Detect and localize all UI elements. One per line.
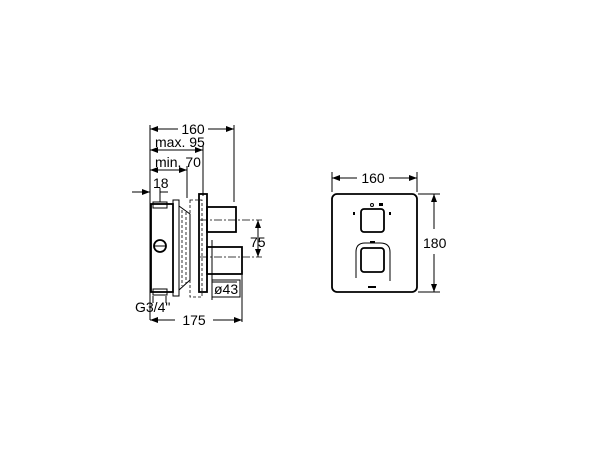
lower-knob bbox=[206, 246, 243, 275]
side-view: 160 max. 95 min. 70 18 bbox=[132, 121, 266, 328]
dim-175: 175 bbox=[150, 312, 242, 328]
cover-plate bbox=[331, 193, 418, 293]
roca-logo bbox=[368, 286, 376, 288]
dim-75-label: 75 bbox=[250, 234, 266, 250]
dim-175-label: 175 bbox=[182, 312, 206, 328]
dim-max-95: max. 95 bbox=[150, 134, 205, 153]
dim-160-width: 160 bbox=[332, 170, 417, 186]
wall-plate bbox=[198, 193, 208, 293]
dim-75: 75 bbox=[250, 220, 266, 257]
dim-160-depth: 160 bbox=[150, 121, 234, 137]
thread-spec: G3/4" bbox=[135, 296, 170, 315]
dim-18-label: 18 bbox=[153, 175, 169, 191]
dim-min-label: min. 70 bbox=[155, 154, 201, 170]
upper-knob bbox=[206, 206, 237, 233]
lower-handle bbox=[360, 247, 385, 273]
dim-18: 18 bbox=[132, 175, 169, 195]
thread-label: G3/4" bbox=[135, 299, 170, 315]
dim-diameter-43: ø43 bbox=[211, 279, 241, 298]
upper-handle bbox=[360, 208, 385, 233]
dim-width-label: 160 bbox=[361, 170, 385, 186]
dim-height-label: 180 bbox=[423, 235, 447, 251]
front-view: 160 180 bbox=[331, 170, 447, 293]
dim-160-label: 160 bbox=[181, 121, 205, 137]
dim-min-70: min. 70 bbox=[150, 154, 201, 173]
dim-diameter-label: ø43 bbox=[214, 281, 238, 297]
dim-180-height: 180 bbox=[423, 194, 447, 292]
dim-max-label: max. 95 bbox=[155, 134, 205, 150]
